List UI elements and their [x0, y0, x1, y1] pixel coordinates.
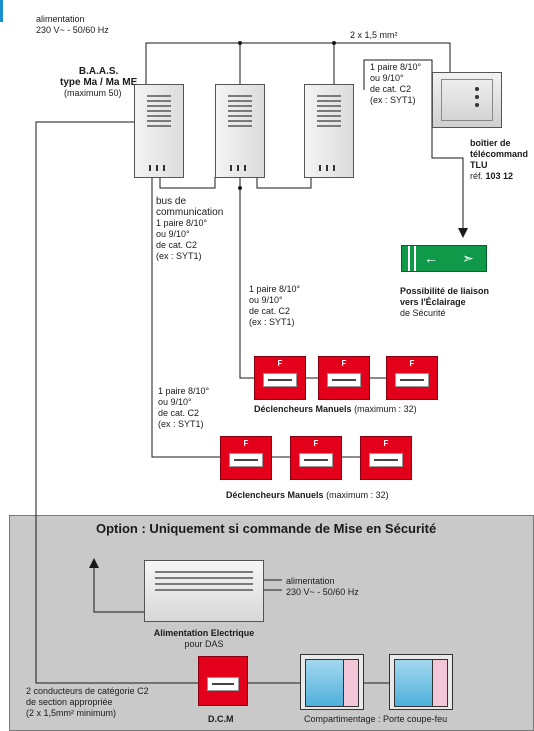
pair-spec-row1: 1 paire 8/10°ou 9/10°de cat. C2(ex : SYT…: [249, 284, 301, 327]
cable-spec-top: 2 x 1,5 mm²: [350, 30, 398, 40]
pair-spec-tlu: 1 paire 8/10°ou 9/10°de cat. C2(ex : SYT…: [370, 62, 422, 105]
baas-unit-1: [134, 84, 184, 178]
manual-call-point-icon: F: [220, 436, 272, 480]
pair-spec-row2: 1 paire 8/10°ou 9/10°de cat. C2(ex : SYT…: [158, 386, 210, 429]
manual-call-point-icon: F: [318, 356, 370, 400]
manual-call-point-icon: F: [290, 436, 342, 480]
manual-call-point-icon: F: [360, 436, 412, 480]
dm-row1-label: Déclencheurs Manuels (maximum : 32): [254, 404, 417, 414]
manual-call-point-icon: F: [254, 356, 306, 400]
fire-door-icon: [300, 654, 364, 710]
corner-accent-bar: [0, 0, 3, 22]
power-supply-unit: [144, 560, 264, 622]
tlu-label: boîtier de télécommand TLU réf. 103 12: [470, 138, 529, 181]
dm-row2-label: Déclencheurs Manuels (maximum : 32): [226, 490, 389, 500]
compartment-label: Compartimentage : Porte coupe-feu: [304, 714, 448, 724]
lighting-link-label: Possibilité de liaison vers l'Éclairage …: [400, 286, 490, 318]
baas-unit-3: [304, 84, 354, 178]
dcm-label: D.C.M: [208, 714, 234, 724]
manual-call-point-icon: F: [386, 356, 438, 400]
emergency-exit-sign-icon: ← ➣: [401, 245, 487, 272]
tlu-box: [432, 72, 502, 128]
baas-label: B.A.A.S. type Ma / Ma ME (maximum 50): [60, 66, 138, 98]
option-title: Option : Uniquement si commande de Mise …: [96, 521, 437, 536]
dcm-device-icon: [198, 656, 248, 706]
psu-label: Alimentation Electrique pour DAS: [153, 628, 255, 649]
baas-unit-2: [215, 84, 265, 178]
fire-door-icon: [389, 654, 453, 710]
